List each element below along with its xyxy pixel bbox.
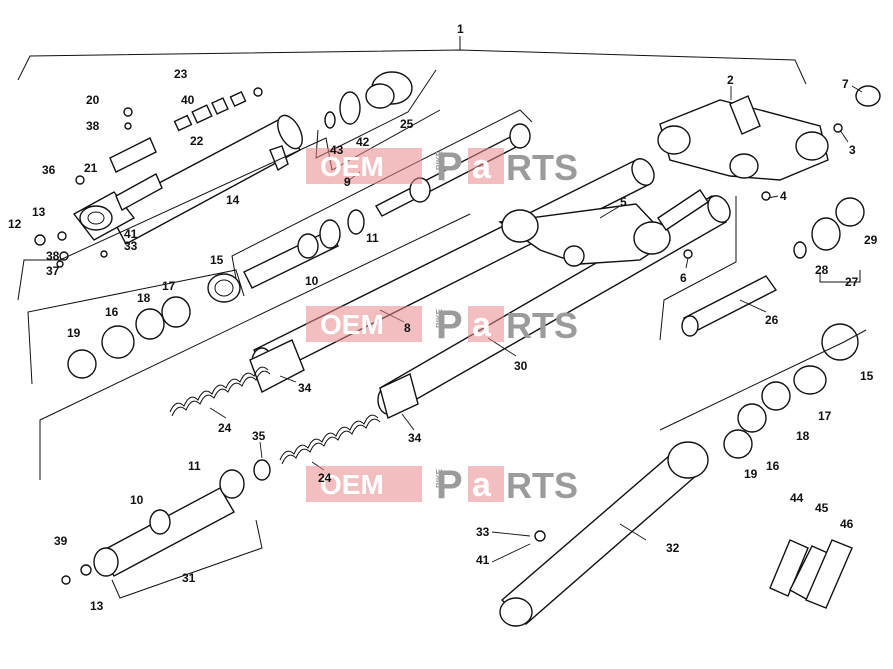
- watermark-a: a: [472, 306, 492, 344]
- part-label: 30: [514, 359, 528, 373]
- part-label: 33: [476, 525, 490, 539]
- part-label: 36: [42, 163, 56, 177]
- part-label: 44: [790, 491, 804, 505]
- part-label: 10: [305, 274, 319, 288]
- inner-tubes: [251, 158, 731, 415]
- part-label: 46: [840, 517, 854, 531]
- watermark-a: a: [472, 466, 492, 504]
- part-label: 26: [765, 313, 779, 327]
- part-label: 18: [137, 291, 151, 305]
- part-label: 41: [476, 553, 490, 567]
- part-label: 13: [32, 205, 46, 219]
- part-label: 38: [46, 249, 60, 263]
- part-label: 17: [818, 409, 832, 423]
- watermark-bike: BIKE: [435, 150, 444, 170]
- part-label: 9: [344, 175, 351, 189]
- watermark-p: P: [436, 145, 463, 189]
- part-label: 42: [356, 135, 370, 149]
- part-label: 32: [666, 541, 680, 555]
- springs-and-spacers: [39, 213, 471, 481]
- part-label: 29: [864, 233, 878, 247]
- part-label: 28: [815, 263, 829, 277]
- watermark-oem: OEM: [320, 151, 384, 182]
- lower-triple-clamp: [498, 189, 709, 267]
- part-label: 1: [457, 22, 464, 36]
- part-label: 40: [181, 93, 195, 107]
- watermark-oem: OEM: [320, 469, 384, 500]
- part-label: 19: [744, 467, 758, 481]
- watermark-rts: RTS: [506, 305, 578, 346]
- part-label: 16: [105, 305, 119, 319]
- part-label: 21: [84, 161, 98, 175]
- part-label: 19: [67, 326, 81, 340]
- part-label: 43: [330, 143, 344, 157]
- part-label: 5: [620, 195, 627, 209]
- part-label: 22: [190, 134, 204, 148]
- watermark-upper: OEM BIKE P a RTS: [306, 145, 578, 189]
- part-label: 6: [680, 271, 687, 285]
- watermark-p: P: [436, 463, 463, 507]
- part-label: 34: [408, 431, 422, 445]
- watermark-rts: RTS: [506, 465, 578, 506]
- part-label: 7: [842, 77, 849, 91]
- part-label: 20: [86, 93, 100, 107]
- part-label: 24: [218, 421, 232, 435]
- part-label: 2: [727, 73, 734, 87]
- part-label: 18: [796, 429, 810, 443]
- part-label: 31: [182, 571, 196, 585]
- part-label: 41: [124, 227, 138, 241]
- part-label: 39: [54, 534, 68, 548]
- left-seal-set: [27, 269, 245, 385]
- part-label: 17: [162, 279, 176, 293]
- watermark-bike: BIKE: [435, 468, 444, 488]
- part-label: 23: [174, 67, 188, 81]
- part-label: 37: [46, 264, 60, 278]
- watermark-oem: OEM: [320, 309, 384, 340]
- part-label: 11: [188, 459, 201, 473]
- part-label: 8: [404, 321, 411, 335]
- part-label: 24: [318, 471, 332, 485]
- left-slider-assembly: [17, 87, 441, 301]
- right-slider-assembly: [499, 323, 867, 627]
- part-label: 10: [130, 493, 144, 507]
- upper-triple-clamp: [657, 85, 881, 201]
- assembly-bracket: [17, 36, 807, 85]
- part-label: 4: [780, 189, 787, 203]
- part-number-labels: 1 2 7 3 4 5 6 29 28 27 26 15 17 18 16 19…: [8, 22, 878, 613]
- part-label: 13: [90, 599, 104, 613]
- part-label: 3: [849, 143, 856, 157]
- part-label: 35: [252, 429, 266, 443]
- part-label: 12: [8, 217, 22, 231]
- spacer-tube-and-caps: [659, 196, 865, 341]
- part-label: 25: [400, 117, 414, 131]
- watermark-middle: OEM BIKE P a RTS: [306, 303, 578, 347]
- part-label: 15: [860, 369, 874, 383]
- top-seal-parts: [315, 69, 437, 159]
- brake-pads: [769, 539, 853, 609]
- watermark-a: a: [472, 148, 492, 186]
- part-label: 16: [766, 459, 780, 473]
- watermark-lower: OEM BIKE P a RTS: [306, 463, 578, 507]
- part-label: 27: [845, 275, 859, 289]
- part-label: 33: [124, 239, 138, 253]
- part-label: 38: [86, 119, 100, 133]
- watermark-rts: RTS: [506, 147, 578, 188]
- part-label: 45: [815, 501, 829, 515]
- lower-cartridge-assembly: [61, 469, 263, 599]
- watermark-bike: BIKE: [435, 308, 444, 328]
- part-label: 11: [366, 231, 379, 245]
- part-label: 15: [210, 253, 224, 267]
- part-label: 34: [298, 381, 312, 395]
- part-label: 14: [226, 193, 240, 207]
- watermark-p: P: [436, 303, 463, 347]
